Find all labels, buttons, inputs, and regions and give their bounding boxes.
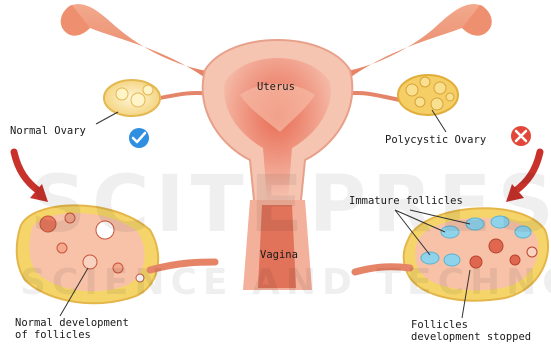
cross-icon (511, 126, 531, 146)
normal-development-label-line1: Normal development (15, 317, 129, 329)
immature-follicles-label: Immature follicles (349, 195, 463, 207)
watermark-line2: SCIENCE AND TECHNOLOGY (20, 262, 551, 303)
check-icon (129, 128, 149, 148)
fallopian-tube-left (61, 4, 215, 85)
polycystic-ovary (398, 75, 458, 115)
normal-ovary-label: Normal Ovary (10, 125, 86, 137)
follicles-stopped-label-line2: development stopped (411, 331, 531, 343)
fallopian-tube-right (340, 4, 492, 85)
uterus-label: Uterus (257, 81, 295, 93)
polycystic-ovary-label: Polycystic Ovary (385, 134, 486, 146)
normal-development-label-line2: of follicles (15, 329, 91, 341)
normal-ovary-leader (96, 112, 118, 124)
normal-ovary (104, 80, 160, 116)
follicles-stopped-label-line1: Follicles (411, 319, 468, 331)
vagina-label: Vagina (260, 249, 298, 261)
